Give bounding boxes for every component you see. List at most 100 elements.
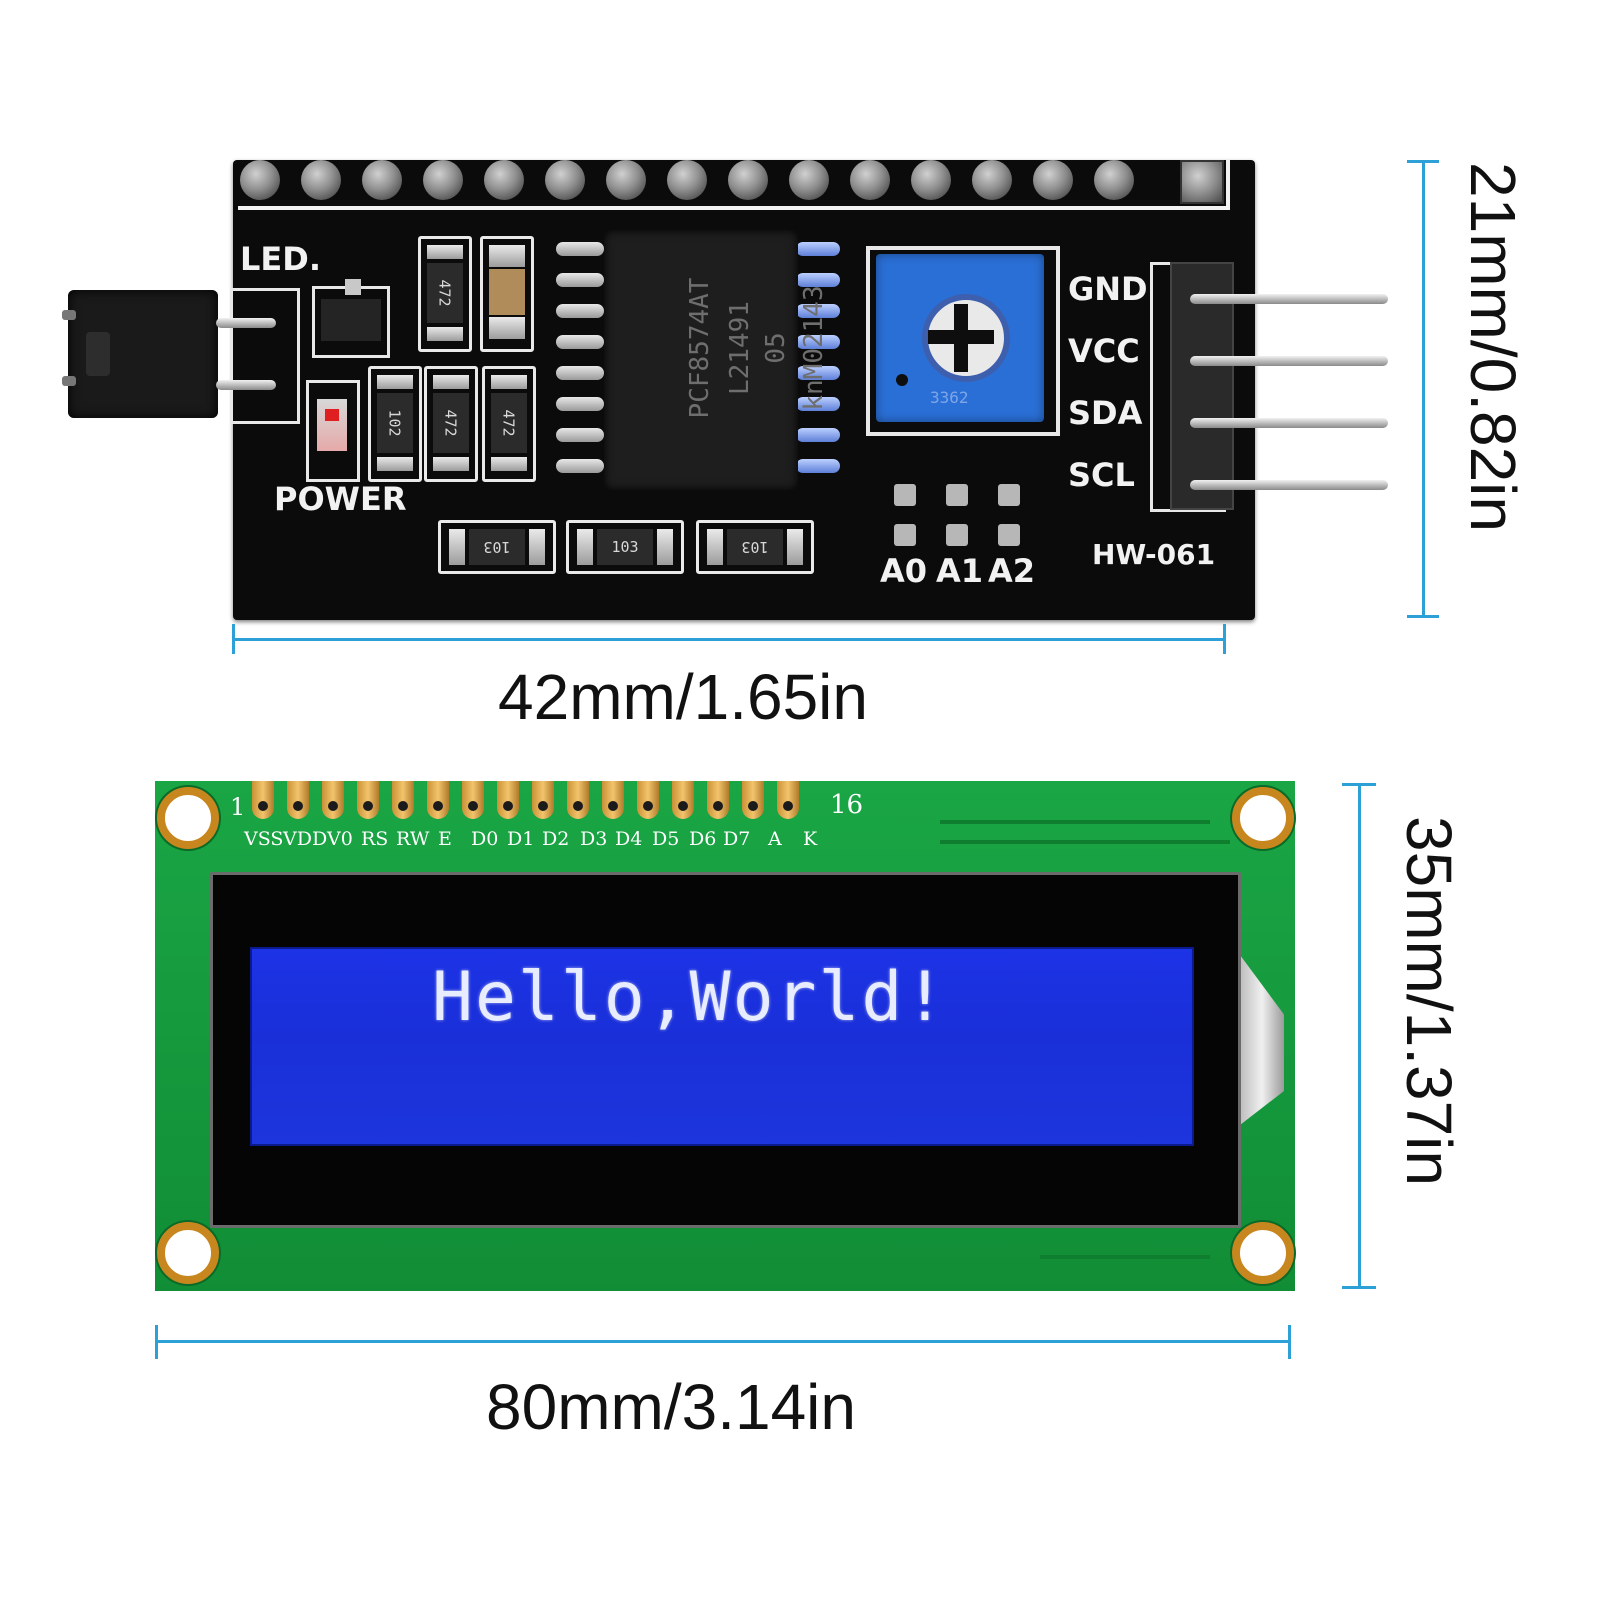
pin-label: D7 bbox=[723, 828, 751, 850]
i2c-pin-gnd[interactable] bbox=[1190, 294, 1388, 304]
address-label-a2: A2 bbox=[988, 552, 1036, 590]
mounting-hole bbox=[157, 1222, 219, 1284]
pin-label: D1 bbox=[507, 828, 535, 850]
resistor-code: 103 bbox=[727, 529, 783, 565]
pin-label: D6 bbox=[689, 828, 717, 850]
potentiometer-frame bbox=[866, 246, 1060, 436]
pin-label: RS bbox=[361, 828, 389, 850]
pot-cross-h bbox=[928, 330, 994, 344]
jumper-pin bbox=[216, 380, 276, 390]
header-hole-square bbox=[1180, 160, 1224, 204]
jumper-tab bbox=[86, 332, 110, 376]
lcd-display-text: Hello,World! bbox=[432, 958, 948, 1037]
resistor-code: 103 bbox=[597, 529, 653, 565]
capacitor bbox=[480, 236, 534, 352]
mounting-hole bbox=[1232, 1222, 1294, 1284]
chip-line-1: PCF8574AT bbox=[685, 277, 715, 419]
pin-label-gnd: GND bbox=[1068, 270, 1148, 308]
lcd-pin[interactable] bbox=[707, 781, 729, 819]
pin-label-vcc: VCC bbox=[1068, 332, 1140, 370]
dim-line-lcd-height bbox=[1358, 783, 1361, 1289]
jumper-pin bbox=[216, 318, 276, 328]
i2c-pin-sda[interactable] bbox=[1190, 418, 1388, 428]
header-hole bbox=[545, 160, 585, 200]
pin-label: D4 bbox=[615, 828, 643, 850]
header-hole bbox=[423, 160, 463, 200]
lcd-pin[interactable] bbox=[497, 781, 519, 819]
lcd-screen bbox=[250, 947, 1194, 1146]
i2c-pin-scl[interactable] bbox=[1190, 480, 1388, 490]
dim-line-i2c-height bbox=[1422, 160, 1425, 618]
lcd-pin[interactable] bbox=[392, 781, 414, 819]
lcd-pin[interactable] bbox=[532, 781, 554, 819]
address-pads bbox=[894, 484, 1024, 554]
potentiometer[interactable]: 3362 bbox=[876, 254, 1044, 422]
dim-tick bbox=[1407, 615, 1439, 618]
pin-label: D2 bbox=[542, 828, 570, 850]
lcd-pin[interactable] bbox=[252, 781, 274, 819]
lcd-pin[interactable] bbox=[287, 781, 309, 819]
header-hole bbox=[911, 160, 951, 200]
dim-tick bbox=[1288, 1325, 1291, 1359]
header-hole bbox=[667, 160, 707, 200]
resistor-code: 472 bbox=[442, 409, 460, 437]
pcf8574-chip bbox=[604, 230, 798, 490]
lcd-pin[interactable] bbox=[637, 781, 659, 819]
header-hole bbox=[850, 160, 890, 200]
dim-tick bbox=[1223, 624, 1226, 654]
resistor-472-a: 472 bbox=[418, 236, 472, 352]
lcd-pin[interactable] bbox=[567, 781, 589, 819]
pcb-trace bbox=[940, 840, 1230, 844]
lcd-pin-row bbox=[252, 781, 852, 821]
lcd-pin[interactable] bbox=[777, 781, 799, 819]
chip-line-4: knM02143 bbox=[799, 285, 829, 411]
pot-marking: 3362 bbox=[930, 388, 969, 407]
header-hole bbox=[240, 160, 280, 200]
power-label: POWER bbox=[274, 480, 407, 518]
i2c-top-header-row bbox=[240, 160, 1240, 210]
pcb-trace bbox=[940, 820, 1210, 824]
pin-label: VSS bbox=[244, 828, 284, 850]
dim-line-i2c-width bbox=[232, 638, 1226, 641]
mounting-hole bbox=[157, 787, 219, 849]
model-label: HW-061 bbox=[1092, 538, 1216, 571]
pcb-trace bbox=[1040, 1255, 1210, 1259]
header-hole bbox=[301, 160, 341, 200]
header-hole bbox=[362, 160, 402, 200]
led-label: LED. bbox=[240, 240, 321, 278]
jumper-notch bbox=[62, 310, 76, 320]
lcd-pin[interactable] bbox=[357, 781, 379, 819]
mounting-hole bbox=[1232, 787, 1294, 849]
lcd-pin[interactable] bbox=[672, 781, 694, 819]
dim-label-i2c-width: 42mm/1.65in bbox=[498, 661, 868, 733]
lcd-pin[interactable] bbox=[462, 781, 484, 819]
i2c-pin-vcc[interactable] bbox=[1190, 356, 1388, 366]
pin-label-sda: SDA bbox=[1068, 394, 1143, 432]
silk-line-right bbox=[1226, 160, 1230, 210]
lcd-pin[interactable] bbox=[322, 781, 344, 819]
power-led bbox=[306, 380, 360, 482]
header-hole bbox=[1094, 160, 1134, 200]
pin-label: D3 bbox=[580, 828, 608, 850]
pin-label: A bbox=[768, 828, 782, 850]
dim-tick bbox=[1342, 1286, 1376, 1289]
chip-line-2: L21491 bbox=[725, 301, 755, 395]
dim-tick bbox=[232, 624, 235, 654]
dim-label-i2c-height: 21mm/0.82in bbox=[1457, 162, 1529, 532]
header-hole bbox=[789, 160, 829, 200]
pin-number-first: 1 bbox=[230, 793, 246, 821]
dim-tick bbox=[1342, 783, 1376, 786]
resistor-code: 103 bbox=[469, 529, 525, 565]
lcd-pin[interactable] bbox=[602, 781, 624, 819]
pin-label: V0 bbox=[327, 828, 353, 850]
resistor-103-b: 103 bbox=[566, 520, 684, 574]
pin-label: RW bbox=[396, 828, 430, 850]
dim-tick bbox=[1407, 160, 1439, 163]
resistor-472-c: 472 bbox=[482, 366, 536, 482]
dim-label-lcd-width: 80mm/3.14in bbox=[486, 1371, 856, 1443]
lcd-pin[interactable] bbox=[742, 781, 764, 819]
resistor-103-a: 103 bbox=[438, 520, 556, 574]
led-jumper[interactable] bbox=[62, 290, 228, 418]
header-hole bbox=[484, 160, 524, 200]
lcd-pin[interactable] bbox=[427, 781, 449, 819]
